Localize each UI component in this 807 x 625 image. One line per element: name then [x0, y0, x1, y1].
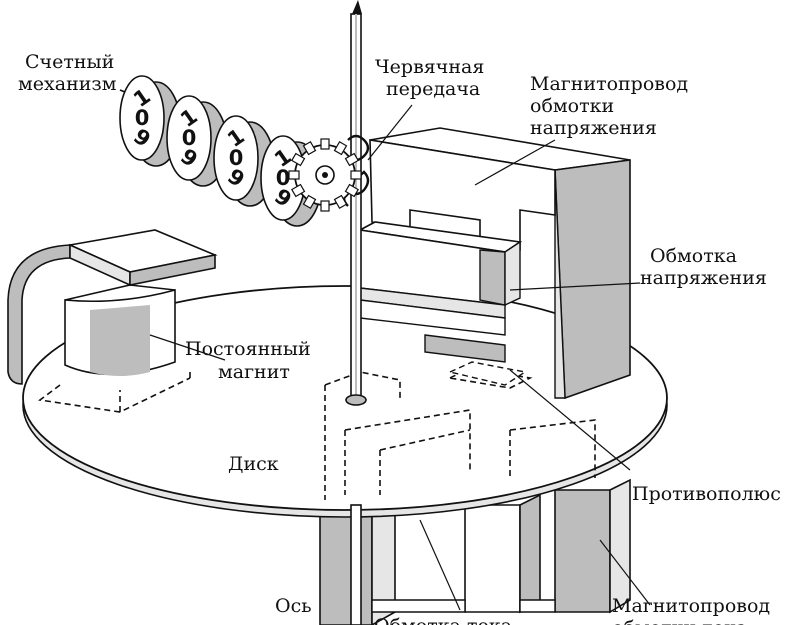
permanent-magnet-label-line2: магнит — [218, 361, 290, 383]
current-core-lower — [319, 478, 631, 625]
counter-gear — [288, 138, 362, 212]
voltage-core-label-line3: напряжения — [530, 117, 657, 139]
gear-tooth — [302, 141, 317, 156]
gear-tooth — [333, 141, 348, 156]
voltage-core-label-line1: Магнитопровод — [530, 73, 688, 95]
voltage-coil-label-line2: напряжения — [640, 267, 767, 289]
current-core-label-line2: обмотки тока — [612, 617, 747, 625]
gear-tooth — [288, 170, 300, 180]
counter-label-line1: Счетный — [25, 51, 114, 73]
axis-label: Ось — [275, 595, 312, 617]
current-core-label-line1: Магнитопровод — [612, 595, 770, 617]
axis-shaft — [345, 0, 367, 625]
permanent-magnet — [7, 229, 218, 385]
gear-tooth — [350, 170, 362, 180]
counter-pole-label: Противополюс — [632, 483, 781, 505]
gear-tooth — [320, 200, 330, 212]
gear-tooth — [302, 194, 317, 209]
gear-tooth — [320, 138, 330, 150]
counter-digit: 0 — [229, 146, 244, 170]
counter-drum: 109 — [119, 75, 181, 167]
gear-tooth — [344, 183, 359, 198]
current-coil-label: Обмотка тока — [374, 615, 512, 625]
voltage-coil-label-line1: Обмотка — [650, 245, 737, 267]
disc — [22, 285, 668, 518]
hidden-parts-outline — [37, 367, 596, 500]
voltage-core — [369, 127, 631, 400]
worm-gear-label-line1: Червячная — [375, 56, 484, 78]
counter-label-line2: механизм — [18, 73, 117, 95]
counter-digit: 0 — [182, 126, 197, 150]
worm-gear-label-line2: передача — [386, 78, 480, 100]
voltage-core-label-line2: обмотки — [530, 95, 614, 117]
counter-drum: 109 — [166, 95, 228, 187]
counter-digit: 0 — [276, 166, 291, 190]
voltage-coil — [357, 221, 523, 363]
gear-tooth — [291, 152, 306, 167]
gear-tooth — [333, 194, 348, 209]
counter-digit: 0 — [135, 106, 150, 130]
disc-label: Диск — [228, 453, 279, 475]
gear-tooth — [344, 152, 359, 167]
labels: Счетный механизм Червячная передача Магн… — [18, 51, 781, 625]
counter-pole — [447, 361, 527, 386]
leader-lines — [149, 104, 651, 611]
gear-tooth — [291, 183, 306, 198]
permanent-magnet-label-line1: Постоянный — [185, 338, 311, 360]
